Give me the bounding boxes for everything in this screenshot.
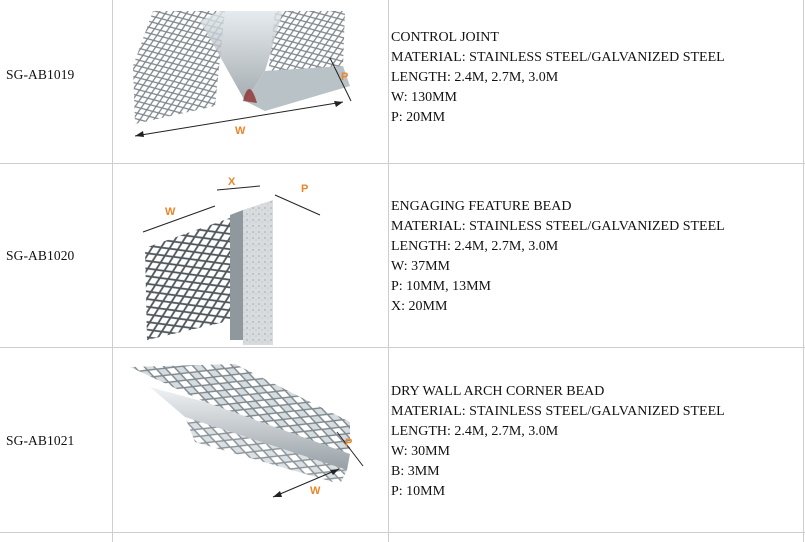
spec-line: P: 10MM xyxy=(391,484,446,499)
spec-line: MATERIAL: STAINLESS STEEL/GALVANIZED STE… xyxy=(391,50,725,65)
spec-line: MATERIAL: STAINLESS STEEL/GALVANIZED STE… xyxy=(391,404,725,419)
product-description: CONTROL JOINT MATERIAL: STAINLESS STEEL/… xyxy=(391,28,725,128)
product-title: ENGAGING FEATURE BEAD xyxy=(391,199,572,214)
product-description: ENGAGING FEATURE BEAD MATERIAL: STAINLES… xyxy=(391,197,725,317)
row-divider xyxy=(0,163,805,164)
row-divider xyxy=(0,347,805,348)
product-description: DRY WALL ARCH CORNER BEAD MATERIAL: STAI… xyxy=(391,382,725,502)
spec-line: W: 30MM xyxy=(391,444,450,459)
product-title: DRY WALL ARCH CORNER BEAD xyxy=(391,384,605,399)
product-code: SG-AB1021 xyxy=(6,433,75,448)
spec-line: LENGTH: 2.4M, 2.7M, 3.0M xyxy=(391,239,559,254)
column-divider xyxy=(112,0,113,542)
product-code: SG-AB1020 xyxy=(6,248,75,263)
dimension-w-label: W xyxy=(235,125,246,137)
spec-line: MATERIAL: STAINLESS STEEL/GALVANIZED STE… xyxy=(391,219,725,234)
column-divider xyxy=(803,0,804,542)
product-code: SG-AB1019 xyxy=(6,67,75,82)
spec-line: B: 3MM xyxy=(391,464,440,479)
spec-line: W: 130MM xyxy=(391,90,457,105)
dimension-p-label: P xyxy=(341,71,348,83)
spec-line: W: 37MM xyxy=(391,259,450,274)
product-title: CONTROL JOINT xyxy=(391,30,499,45)
dimension-p-label: P xyxy=(345,437,352,449)
arch-corner-bead-image: W P xyxy=(125,362,375,527)
spec-line: LENGTH: 2.4M, 2.7M, 3.0M xyxy=(391,70,559,85)
spec-line: P: 10MM, 13MM xyxy=(391,279,491,294)
row-divider xyxy=(0,532,805,533)
dimension-w-label: W xyxy=(165,206,176,218)
dimension-w-label: W xyxy=(310,485,321,497)
control-joint-image: W P xyxy=(125,6,375,161)
spec-line: P: 20MM xyxy=(391,110,446,125)
spec-line: X: 20MM xyxy=(391,299,448,314)
engaging-feature-bead-image: W X P xyxy=(125,170,335,350)
dimension-x-label: X xyxy=(228,176,236,188)
spec-line: LENGTH: 2.4M, 2.7M, 3.0M xyxy=(391,424,559,439)
dimension-p-label: P xyxy=(301,183,308,195)
column-divider xyxy=(388,0,389,542)
